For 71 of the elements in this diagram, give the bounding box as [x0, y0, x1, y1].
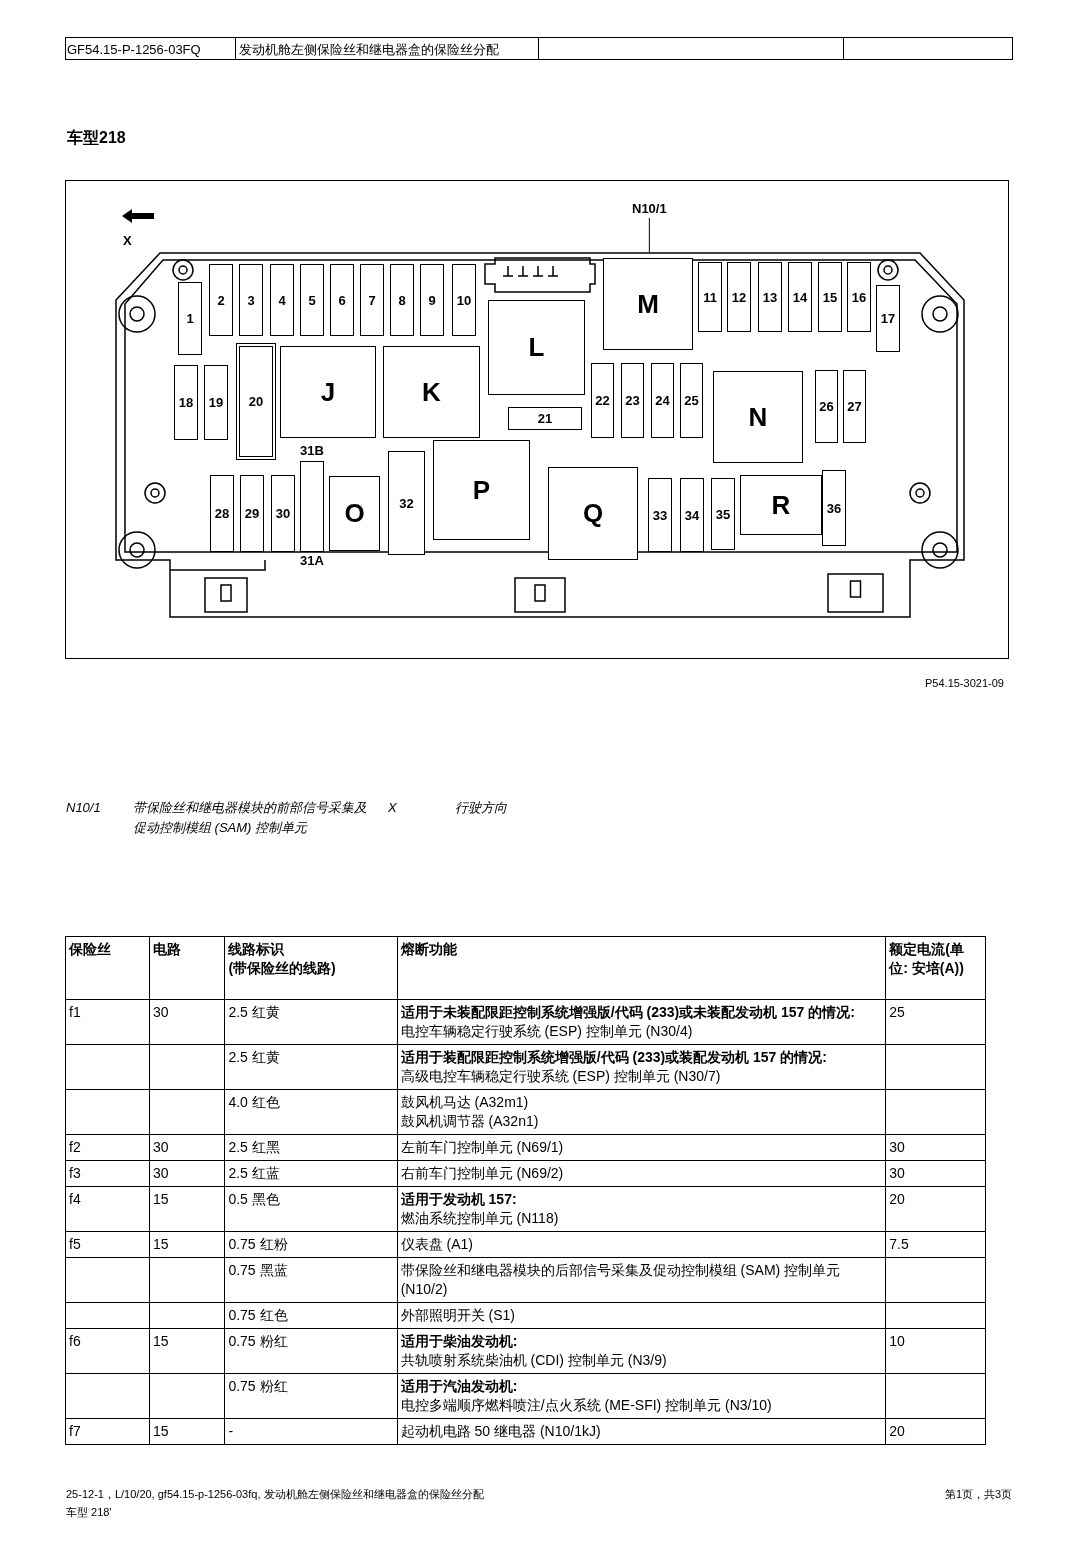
wire-marking: 0.75 红粉	[228, 1235, 289, 1254]
key-symbol: X	[388, 799, 397, 817]
key-description: 行驶方向	[455, 799, 507, 817]
wire-marking: 0.75 粉红	[228, 1332, 289, 1351]
fuse-function: 带保险丝和继电器模块的后部信号采集及促动控制模组 (SAM) 控制单元 (N10/2)	[400, 1261, 842, 1299]
rated-current: 30	[889, 1164, 906, 1183]
direction-label: X	[123, 232, 132, 250]
fuse-function: 鼓风机调节器 (A32n1)	[400, 1112, 540, 1131]
wire-marking: 2.5 红黄	[228, 1003, 281, 1022]
footer-text: 25-12-1，L/10/20, gf54.15-p-1256-03fq, 发动机舱左侧保险丝和继电器盒的保险丝分配	[66, 1487, 484, 1502]
wire-marking: -	[228, 1422, 235, 1441]
wire-marking: 2.5 红黑	[228, 1138, 281, 1157]
wire-marking: 2.5 红蓝	[228, 1164, 281, 1183]
rated-current: 30	[889, 1138, 906, 1157]
rated-current: 10	[889, 1332, 906, 1351]
wire-marking: 0.5 黑色	[228, 1190, 281, 1209]
section-title: 车型218	[67, 128, 126, 148]
fuse-number: f5	[69, 1235, 82, 1254]
wire-marking: 2.5 红黄	[228, 1048, 281, 1067]
column-header: 额定电流(单位: 安培(A))	[889, 940, 965, 978]
rated-current: 25	[889, 1003, 906, 1022]
fuse-function: 起动机电路 50 继电器 (N10/1kJ)	[400, 1422, 602, 1441]
circuit-number: 15	[152, 1332, 170, 1351]
fuse-number: f2	[69, 1138, 82, 1157]
condition-heading: 适用于柴油发动机:	[400, 1332, 519, 1351]
key-description: 带保险丝和继电器模块的前部信号采集及促动控制模组 (SAM) 控制单元	[133, 799, 368, 837]
terminal-label: 31B	[300, 443, 324, 458]
fuse-function: 仪表盘 (A1)	[400, 1235, 475, 1254]
fuse-function: 电控多端顺序燃料喷注/点火系统 (ME-SFI) 控制单元 (N3/10)	[400, 1396, 773, 1415]
column-header: 保险丝	[69, 940, 112, 959]
column-header: (带保险丝的线路)	[228, 959, 337, 978]
condition-heading: 适用于装配限距控制系统增强版/代码 (233)或装配发动机 157 的情况:	[400, 1048, 828, 1067]
figure-number: P54.15-3021-09	[925, 676, 1004, 691]
fuse-number: f1	[69, 1003, 82, 1022]
footer-text: 车型 218'	[66, 1505, 112, 1520]
circuit-number: 30	[152, 1003, 170, 1022]
condition-heading: 适用于发动机 157:	[400, 1190, 518, 1209]
wire-marking: 0.75 黑蓝	[228, 1261, 289, 1280]
fuse-function: 鼓风机马达 (A32m1)	[400, 1093, 530, 1112]
rated-current: 7.5	[889, 1235, 910, 1254]
key-symbol: N10/1	[66, 799, 101, 817]
document-code: GF54.15-P-1256-03FQ	[67, 41, 201, 59]
fuse-number: f3	[69, 1164, 82, 1183]
rated-current: 20	[889, 1190, 906, 1209]
page-number: 第1页，共3页	[945, 1487, 1013, 1502]
fuse-function: 高级电控车辆稳定行驶系统 (ESP) 控制单元 (N30/7)	[400, 1067, 722, 1086]
wire-marking: 4.0 红色	[228, 1093, 281, 1112]
circuit-number: 15	[152, 1190, 170, 1209]
circuit-number: 15	[152, 1235, 170, 1254]
fuse-number: f4	[69, 1190, 82, 1209]
fuse-function: 左前车门控制单元 (N69/1)	[400, 1138, 565, 1157]
column-header: 线路标识	[228, 940, 286, 959]
fuse-function: 共轨喷射系统柴油机 (CDI) 控制单元 (N3/9)	[400, 1351, 668, 1370]
condition-heading: 适用于汽油发动机:	[400, 1377, 519, 1396]
fuse-number: f7	[69, 1422, 82, 1441]
terminal-label: 31A	[300, 553, 324, 568]
fuse-function: 电控车辆稳定行驶系统 (ESP) 控制单元 (N30/4)	[400, 1022, 694, 1041]
wire-marking: 0.75 红色	[228, 1306, 289, 1325]
rated-current: 20	[889, 1422, 906, 1441]
circuit-number: 30	[152, 1164, 170, 1183]
circuit-number: 15	[152, 1422, 170, 1441]
circuit-number: 30	[152, 1138, 170, 1157]
wire-marking: 0.75 粉红	[228, 1377, 289, 1396]
condition-heading: 适用于未装配限距控制系统增强版/代码 (233)或未装配发动机 157 的情况:	[400, 1003, 856, 1022]
fuse-number: f6	[69, 1332, 82, 1351]
fuse-function: 右前车门控制单元 (N69/2)	[400, 1164, 565, 1183]
fuse-function: 外部照明开关 (S1)	[400, 1306, 517, 1325]
document-title: 发动机舱左侧保险丝和继电器盒的保险丝分配	[239, 41, 499, 59]
fuse-function: 燃油系统控制单元 (N118)	[400, 1209, 560, 1228]
column-header: 电路	[152, 940, 182, 959]
column-header: 熔断功能	[400, 940, 458, 959]
